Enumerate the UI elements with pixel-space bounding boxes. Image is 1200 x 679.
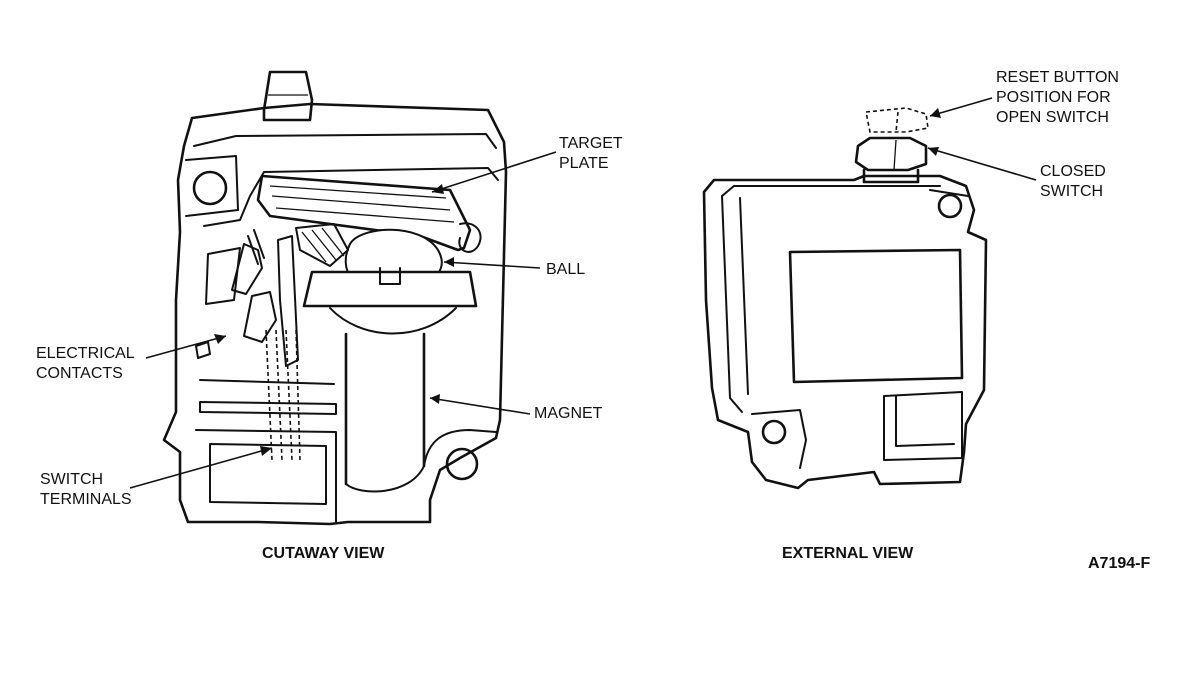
leader-lines <box>129 97 1037 489</box>
reset-button-label-line2: POSITION FOR <box>996 89 1111 106</box>
closed-switch-label-line2: SWITCH <box>1040 183 1103 200</box>
switch-terminals-label-line1: SWITCH <box>40 471 103 488</box>
reset-button-label-line3: OPEN SWITCH <box>996 109 1109 126</box>
closed-switch-label-line1: CLOSED <box>1040 163 1106 180</box>
target-plate-label-line1: TARGET <box>559 135 623 152</box>
electrical-contacts-label-line1: ELECTRICAL <box>36 345 135 362</box>
cutaway-view-drawing <box>162 70 508 526</box>
external-view-caption: EXTERNAL VIEW <box>782 545 914 562</box>
figure-id: A7194-F <box>1088 555 1150 572</box>
switch-terminals-label-line2: TERMINALS <box>40 491 132 508</box>
ball-label: BALL <box>546 261 585 278</box>
electrical-contacts-label-line2: CONTACTS <box>36 365 123 382</box>
target-plate-label-line2: PLATE <box>559 155 609 172</box>
external-view-drawing <box>702 107 988 490</box>
magnet-label: MAGNET <box>534 405 603 422</box>
reset-button-label-line1: RESET BUTTON <box>996 69 1119 86</box>
cutaway-view-caption: CUTAWAY VIEW <box>262 545 385 562</box>
